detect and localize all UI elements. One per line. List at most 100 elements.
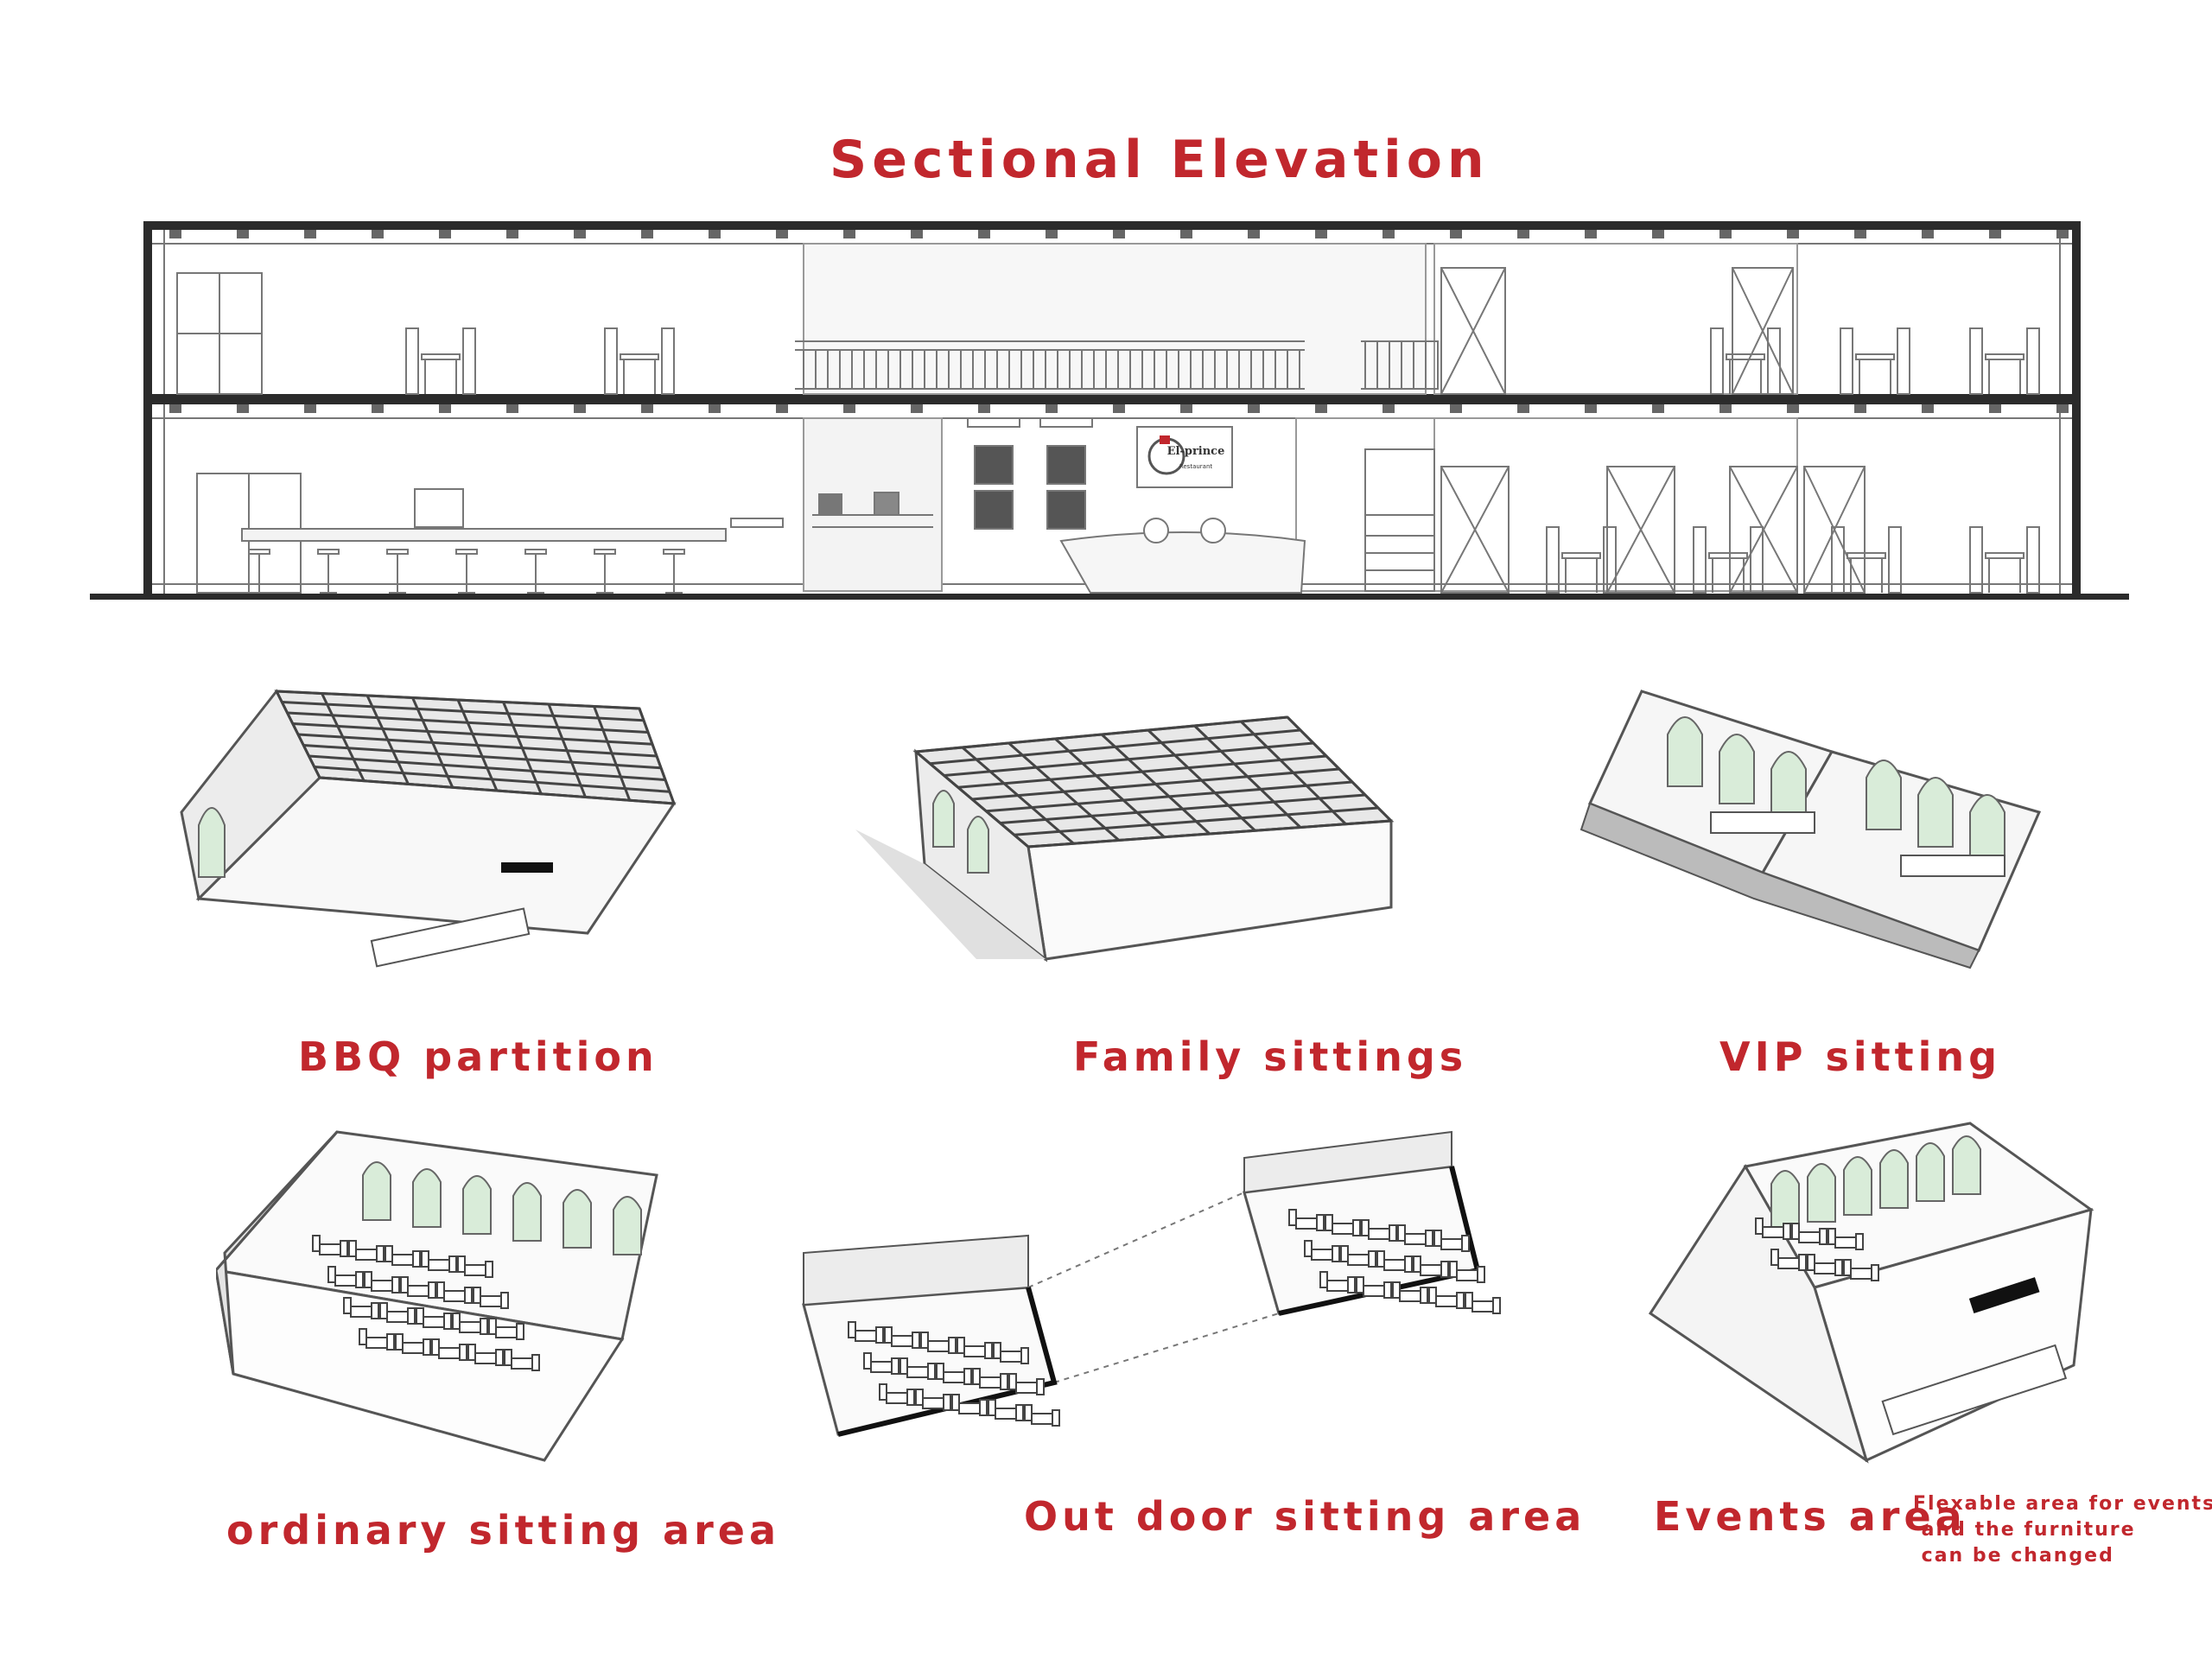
arched-window (1807, 1163, 1836, 1223)
table (1311, 1249, 1333, 1261)
light-fixture (641, 404, 653, 413)
table (438, 1347, 461, 1359)
table (402, 1342, 424, 1354)
chair (884, 1326, 893, 1344)
chair (1770, 1249, 1779, 1266)
table (1798, 1231, 1821, 1243)
chair (1024, 1404, 1033, 1421)
chair (1871, 1264, 1879, 1281)
chair (1008, 1373, 1017, 1390)
light-fixture (169, 404, 181, 413)
chair (1352, 1219, 1361, 1236)
chair (863, 1352, 872, 1370)
chair (1316, 1214, 1325, 1231)
bbq-partition-iso (180, 689, 677, 968)
chair (912, 1332, 920, 1349)
chair (371, 1302, 379, 1319)
light-fixture (843, 230, 855, 238)
chair (1347, 1276, 1356, 1294)
chair (951, 1394, 960, 1411)
table (365, 1337, 388, 1349)
table (870, 1361, 893, 1373)
bar-stool (248, 549, 270, 555)
chair (1791, 1223, 1800, 1240)
chair (443, 1313, 452, 1330)
table (886, 1392, 908, 1404)
chair (1888, 526, 1902, 594)
table (474, 1352, 497, 1364)
chair (984, 1342, 993, 1359)
chair (1020, 1347, 1029, 1364)
light-fixture (439, 230, 451, 238)
chair (1603, 526, 1617, 594)
outdoor-sitting-iso (802, 1130, 1501, 1437)
arched-window (512, 1182, 542, 1242)
roof-slab (143, 221, 2079, 230)
chair (412, 1250, 421, 1268)
chair (1389, 1224, 1397, 1242)
chair (1855, 1233, 1864, 1250)
chair (1492, 1297, 1501, 1314)
chair (1332, 1245, 1340, 1262)
chair (459, 1344, 467, 1361)
table (1399, 1290, 1421, 1302)
chair (2026, 327, 2040, 395)
chair (848, 1321, 856, 1338)
chair (431, 1338, 440, 1356)
chair (1413, 1255, 1421, 1273)
light-fixture (1180, 230, 1192, 238)
arched-window (1952, 1135, 1981, 1195)
table (1855, 353, 1895, 360)
light-fixture (776, 230, 788, 238)
chair (1433, 1230, 1442, 1247)
caption-family-sittings: Family sittings (1073, 1033, 1468, 1080)
chair (891, 1357, 899, 1375)
chair (405, 327, 419, 395)
light-fixture (641, 230, 653, 238)
table (319, 1243, 341, 1255)
chair (516, 1323, 524, 1340)
caption-vip-sitting: VIP sitting (1719, 1033, 2002, 1080)
light-fixture (911, 404, 923, 413)
chair (355, 1271, 364, 1288)
table (620, 353, 659, 360)
chair (1783, 1223, 1791, 1240)
table (963, 1345, 986, 1357)
bar-stool (455, 549, 478, 555)
arched-window (1879, 1149, 1909, 1209)
light-fixture (1652, 230, 1664, 238)
light-fixture (1180, 404, 1192, 413)
bar-stool (663, 549, 685, 555)
chair (899, 1357, 908, 1375)
arched-window (613, 1196, 642, 1255)
chair (927, 1363, 936, 1380)
table (1332, 1223, 1354, 1235)
chair (948, 1337, 957, 1354)
chair (312, 1235, 321, 1252)
light-fixture (1585, 230, 1597, 238)
chair (1819, 1228, 1827, 1245)
light-fixture (709, 404, 721, 413)
chair (495, 1349, 504, 1366)
arched-window (1916, 1142, 1945, 1202)
table (355, 1249, 378, 1261)
table (1834, 1236, 1857, 1249)
arched-window (563, 1189, 592, 1249)
light-fixture (1585, 404, 1597, 413)
chair (604, 327, 618, 395)
restaurant-sign: El-prince Restaurant (1136, 426, 1233, 488)
table (1326, 1280, 1349, 1292)
light-fixture (237, 404, 249, 413)
light-fixture (574, 404, 586, 413)
table (334, 1274, 357, 1287)
table (927, 1340, 950, 1352)
chair (1834, 1259, 1843, 1276)
light-fixture (1382, 404, 1395, 413)
light-fixture (1854, 404, 1866, 413)
table (371, 1280, 393, 1292)
table (1440, 1238, 1463, 1250)
table (1814, 1262, 1836, 1274)
chair (343, 1297, 352, 1314)
table (979, 1376, 1001, 1389)
chair (943, 1394, 951, 1411)
